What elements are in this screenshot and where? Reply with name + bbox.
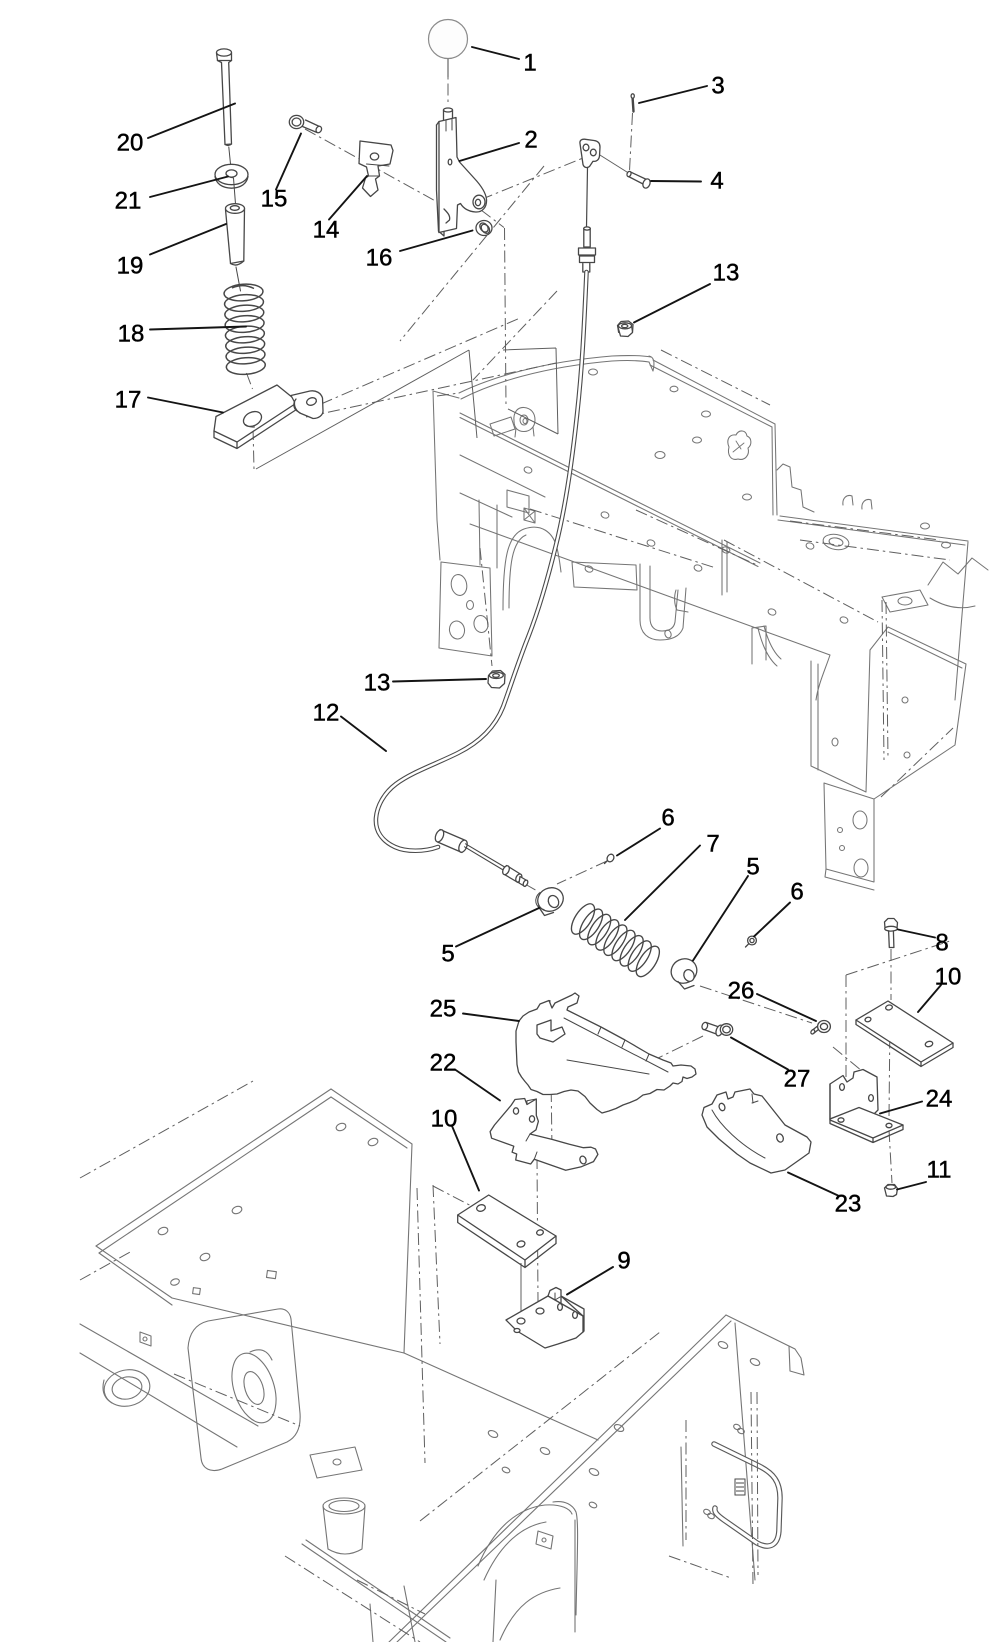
svg-text:16: 16 — [366, 245, 393, 272]
svg-text:13: 13 — [364, 670, 391, 697]
svg-text:10: 10 — [431, 1106, 458, 1133]
svg-text:14: 14 — [313, 217, 340, 244]
svg-text:25: 25 — [430, 996, 457, 1023]
svg-text:2: 2 — [524, 127, 537, 154]
svg-text:5: 5 — [441, 941, 454, 968]
svg-text:20: 20 — [117, 130, 144, 157]
svg-text:23: 23 — [835, 1191, 862, 1218]
svg-text:27: 27 — [784, 1066, 811, 1093]
svg-text:19: 19 — [117, 253, 144, 280]
svg-text:13: 13 — [713, 260, 740, 287]
svg-text:1: 1 — [523, 50, 536, 77]
svg-text:15: 15 — [261, 186, 288, 213]
svg-text:6: 6 — [790, 879, 803, 906]
svg-text:24: 24 — [926, 1086, 953, 1113]
svg-text:17: 17 — [115, 387, 142, 414]
svg-text:21: 21 — [115, 188, 142, 215]
svg-text:8: 8 — [935, 930, 948, 957]
svg-text:11: 11 — [927, 1157, 952, 1184]
svg-text:9: 9 — [617, 1248, 630, 1275]
svg-text:22: 22 — [430, 1050, 457, 1077]
svg-text:3: 3 — [711, 73, 724, 100]
svg-text:26: 26 — [728, 978, 755, 1005]
svg-text:7: 7 — [706, 831, 719, 858]
svg-text:12: 12 — [313, 700, 340, 727]
svg-text:4: 4 — [710, 168, 723, 195]
svg-text:10: 10 — [935, 964, 962, 991]
svg-text:18: 18 — [118, 321, 145, 348]
svg-text:5: 5 — [746, 854, 759, 881]
svg-text:6: 6 — [661, 805, 674, 832]
